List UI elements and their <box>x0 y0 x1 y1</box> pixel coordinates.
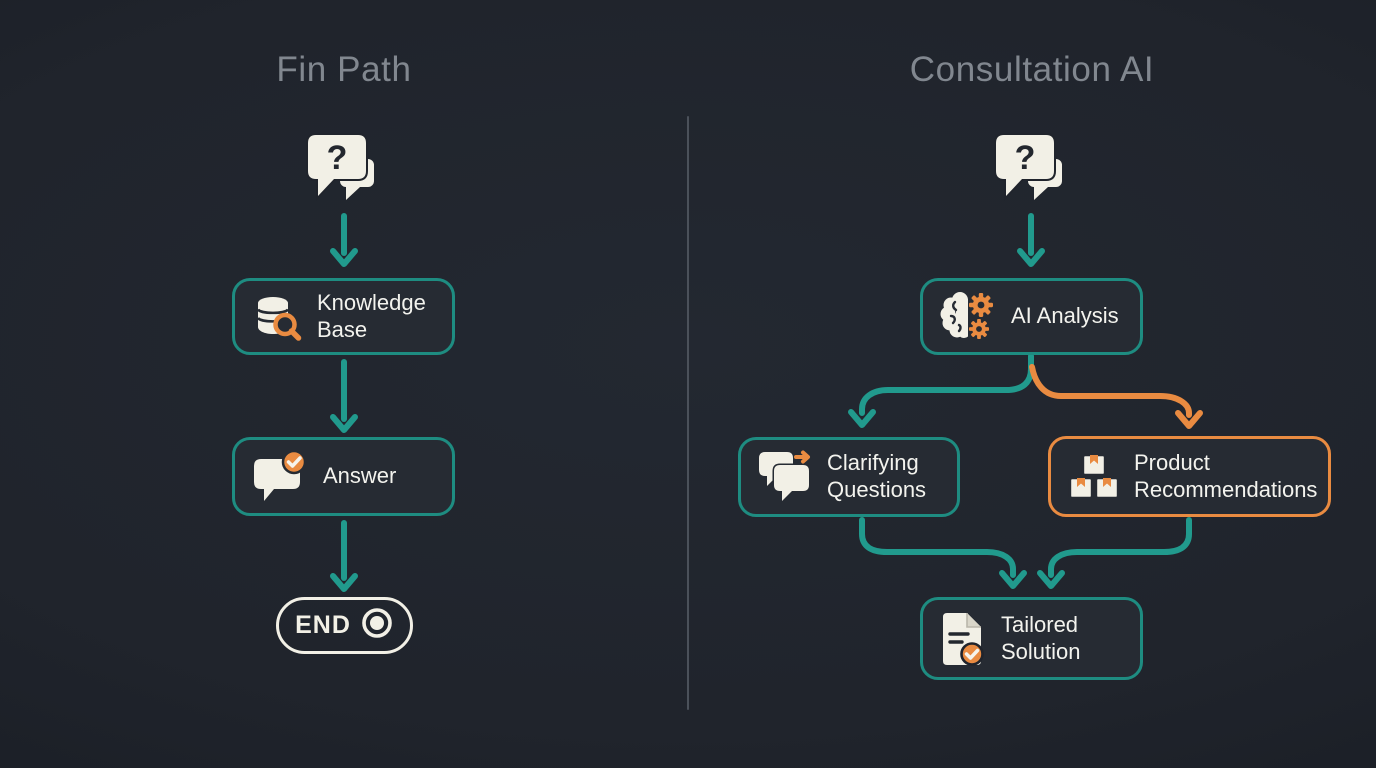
arrow-right-1 <box>1017 213 1045 267</box>
chat-check-icon <box>252 451 308 502</box>
node-answer: Answer <box>232 437 455 516</box>
record-circle-icon <box>360 606 394 645</box>
node-tailored-solution: Tailored Solution <box>920 597 1143 680</box>
node-label: Tailored Solution <box>1001 611 1081 664</box>
chat-forward-icon <box>758 450 812 504</box>
branch-arrow-orange <box>1029 364 1203 429</box>
arrow-left-2 <box>330 359 358 433</box>
node-ai-analysis: AI Analysis <box>920 278 1143 355</box>
branch-arrow-teal <box>848 353 1034 428</box>
document-check-icon <box>940 612 986 666</box>
end-label: END <box>295 611 351 639</box>
node-label: AI Analysis <box>1011 303 1119 329</box>
left-panel-title: Fin Path <box>276 50 412 89</box>
node-label: Clarifying Questions <box>827 450 927 502</box>
product-boxes-icon <box>1068 453 1120 501</box>
node-clarifying-questions: Clarifying Questions <box>738 437 960 517</box>
merge-arrow-left <box>859 517 1027 589</box>
svg-text:?: ? <box>327 139 348 177</box>
panel-divider <box>687 116 689 710</box>
arrow-left-3 <box>330 520 358 592</box>
right-panel-title: Consultation AI <box>909 50 1155 89</box>
node-product-recommendations: Product Recommendations <box>1048 436 1331 517</box>
node-label: Answer <box>323 463 397 489</box>
node-label: Product Recommendations <box>1134 449 1318 502</box>
arrow-left-1 <box>330 213 358 267</box>
question-chat-icon: ? <box>994 133 1068 211</box>
brain-gears-icon <box>940 291 996 343</box>
question-chat-icon: ? <box>306 133 380 211</box>
database-search-icon <box>252 293 302 341</box>
node-label: Knowledge Base <box>317 289 426 342</box>
svg-text:?: ? <box>1015 139 1036 177</box>
merge-arrow-right <box>1037 517 1192 589</box>
node-knowledge-base: Knowledge Base <box>232 278 455 355</box>
node-end: END <box>276 597 413 654</box>
